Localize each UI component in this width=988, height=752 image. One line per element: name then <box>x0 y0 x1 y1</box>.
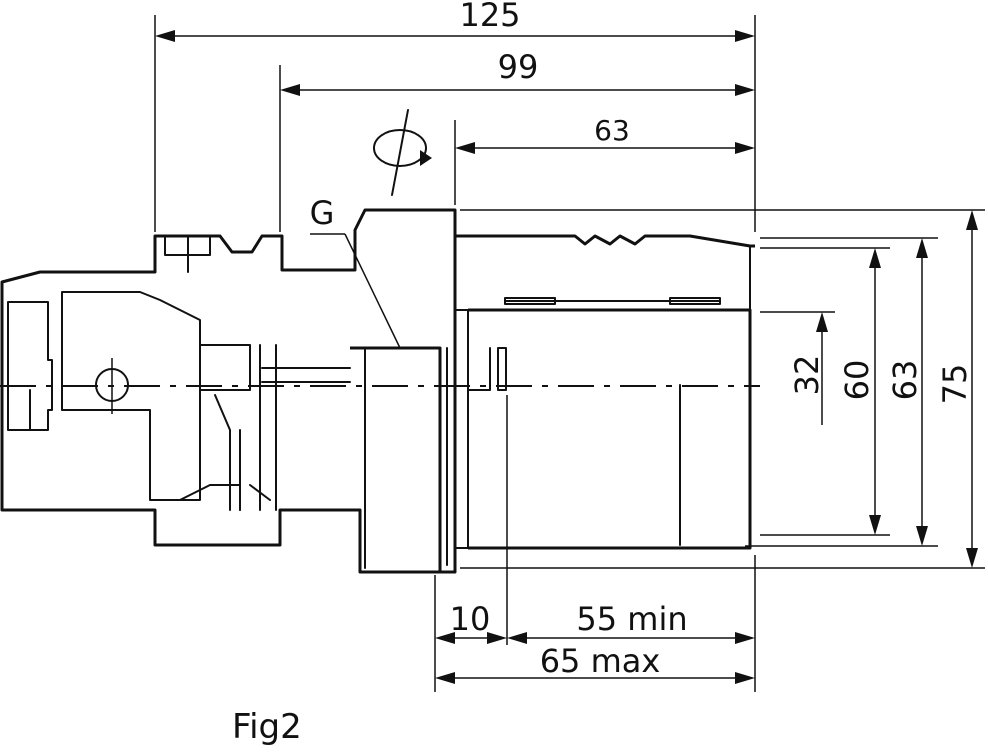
dim-length-65max: 65 max <box>435 642 755 684</box>
dim-label-32: 32 <box>788 355 826 396</box>
dim-label-63-dia: 63 <box>886 360 924 401</box>
dim-length-63: 63 <box>455 114 755 154</box>
figure-label: Fig2 <box>232 707 302 747</box>
dim-label-10: 10 <box>450 600 491 638</box>
rotation-icon <box>373 109 432 196</box>
dim-label-99: 99 <box>498 48 539 86</box>
dim-length-55min: 55 min <box>507 600 755 644</box>
part-g-callout: G <box>310 194 401 349</box>
dim-dia-60: 60 <box>838 248 881 535</box>
dim-length-10: 10 <box>435 600 507 644</box>
dim-label-63-length: 63 <box>594 114 630 147</box>
dim-dia-75: 75 <box>936 210 978 568</box>
dim-label-125: 125 <box>459 0 520 34</box>
dim-dia-32: 32 <box>788 312 828 425</box>
dim-label-75: 75 <box>936 364 974 405</box>
dim-label-60: 60 <box>838 360 876 401</box>
dim-length-99: 99 <box>280 48 755 96</box>
part-label-g: G <box>310 194 335 232</box>
dim-overall-125: 125 <box>155 0 755 42</box>
dim-dia-63: 63 <box>886 238 928 546</box>
extension-lines <box>154 15 985 692</box>
extension-sleeve <box>453 210 755 550</box>
dim-label-55min: 55 min <box>576 600 687 638</box>
dim-label-65max: 65 max <box>540 642 661 680</box>
tool-holder-body <box>0 208 507 574</box>
